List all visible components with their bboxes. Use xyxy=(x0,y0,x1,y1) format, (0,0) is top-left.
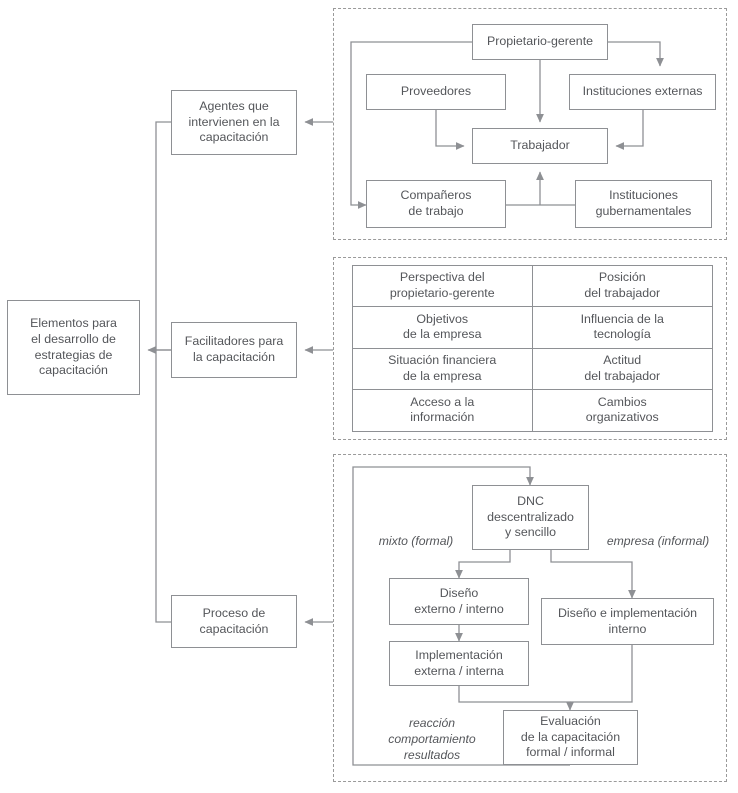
node-implementacion-externa-interna-label: Implementación externa / interna xyxy=(414,647,504,678)
matrix-cell: Cambios organizativos xyxy=(585,394,659,425)
annotation-reaccion-comportamiento-resultados: reacción comportamiento resultados xyxy=(388,716,476,763)
node-evaluacion-capacitacion-label: Evaluación de la capacitación formal / i… xyxy=(520,713,621,760)
facilitadores-matrix: Perspectiva del propietario-gerente Posi… xyxy=(352,265,713,432)
node-proveedores[interactable]: Proveedores xyxy=(366,74,506,110)
branch-node-proceso-label: Proceso de capacitación xyxy=(199,605,269,636)
node-trabajador-label: Trabajador xyxy=(510,138,570,153)
branch-node-facilitadores-label: Facilitadores para la capacitación xyxy=(184,334,284,364)
matrix-cell: Posición del trabajador xyxy=(532,266,712,308)
panel-proceso xyxy=(333,454,727,782)
node-diseno-externo-interno[interactable]: Diseño externo / interno xyxy=(389,578,529,625)
node-diseno-externo-interno-label: Diseño externo / interno xyxy=(414,585,504,616)
matrix-cell: Situación financiera de la empresa xyxy=(353,348,533,390)
node-propietario-gerente-label: Propietario-gerente xyxy=(486,34,594,49)
node-implementacion-externa-interna[interactable]: Implementación externa / interna xyxy=(389,641,529,686)
node-dnc[interactable]: DNC descentralizado y sencillo xyxy=(472,485,589,550)
node-instituciones-gubernamentales[interactable]: Instituciones gubernamentales xyxy=(575,180,712,228)
panel-agentes xyxy=(333,8,727,240)
branch-node-agentes[interactable]: Agentes que intervienen en la capacitaci… xyxy=(171,90,297,155)
annotation-mixto-formal: mixto (formal) xyxy=(378,534,454,548)
node-diseno-implementacion-interno-label: Diseño e implementación interno xyxy=(557,605,698,636)
branch-node-proceso[interactable]: Proceso de capacitación xyxy=(171,595,297,648)
annotation-empresa-informal: empresa (informal) xyxy=(606,534,710,548)
node-dnc-label: DNC descentralizado y sencillo xyxy=(487,493,574,540)
root-node-elementos[interactable]: Elementos para el desarrollo de estrateg… xyxy=(7,300,140,395)
branch-node-agentes-label: Agentes que intervienen en la capacitaci… xyxy=(188,98,280,145)
matrix-cell: Perspectiva del propietario-gerente xyxy=(353,266,533,308)
node-companeros-de-trabajo[interactable]: Compañeros de trabajo xyxy=(366,180,506,228)
node-proveedores-label: Proveedores xyxy=(400,84,472,99)
root-node-label: Elementos para el desarrollo de estrateg… xyxy=(30,315,117,378)
matrix-cell: Objetivos de la empresa xyxy=(353,307,533,349)
node-instituciones-externas-label: Instituciones externas xyxy=(582,84,703,99)
matrix-cell: Acceso a la información xyxy=(353,389,533,431)
node-propietario-gerente[interactable]: Propietario-gerente xyxy=(472,24,608,60)
node-diseno-implementacion-interno[interactable]: Diseño e implementación interno xyxy=(541,598,714,645)
matrix-cell: Influencia de la tecnología xyxy=(532,307,712,349)
matrix-cell: Actitud del trabajador xyxy=(532,349,712,390)
panel-facilitadores xyxy=(333,257,727,440)
node-instituciones-gubernamentales-label: Instituciones gubernamentales xyxy=(595,188,692,218)
node-trabajador[interactable]: Trabajador xyxy=(472,128,608,164)
node-companeros-de-trabajo-label: Compañeros de trabajo xyxy=(400,188,472,218)
node-instituciones-externas[interactable]: Instituciones externas xyxy=(569,74,716,110)
node-evaluacion-capacitacion[interactable]: Evaluación de la capacitación formal / i… xyxy=(503,710,638,765)
branch-node-facilitadores[interactable]: Facilitadores para la capacitación xyxy=(171,322,297,378)
